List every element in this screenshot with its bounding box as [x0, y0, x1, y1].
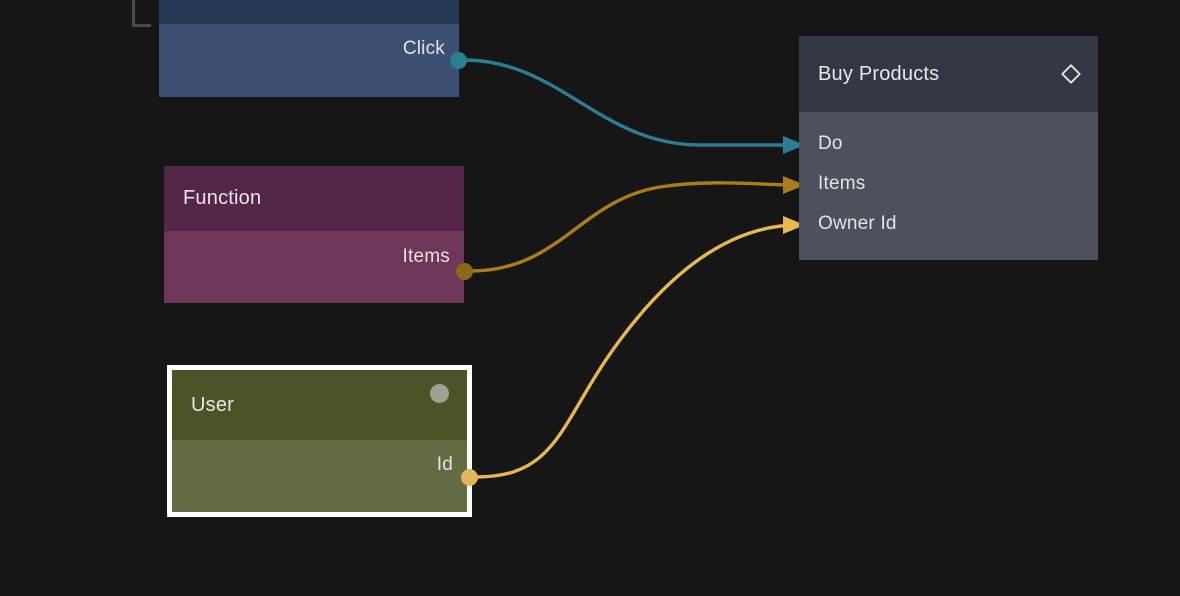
port-label-action-items: Items — [818, 173, 866, 194]
corner-bracket-icon — [132, 0, 151, 27]
port-row-action-do[interactable]: Do — [818, 133, 843, 155]
node-function-body: Items — [164, 231, 464, 303]
edge-click-to-do — [462, 58, 798, 147]
edge-id-to-owner-id — [474, 223, 798, 479]
edge-items-to-items — [468, 181, 798, 273]
node-event[interactable]: Click — [159, 0, 459, 97]
port-label-click: Click — [402, 38, 445, 59]
status-dot-icon — [430, 384, 449, 403]
node-user-title: User — [191, 393, 235, 416]
port-row-action-owner-id[interactable]: Owner Id — [818, 213, 897, 235]
port-row-user-id[interactable]: Id — [437, 454, 453, 476]
node-user[interactable]: User Id — [167, 365, 472, 517]
port-dot-click[interactable] — [450, 52, 467, 69]
node-function[interactable]: Function Items — [164, 166, 464, 303]
port-label-user-id: Id — [436, 454, 453, 475]
node-action-body: Do Items Owner Id — [799, 112, 1098, 260]
port-dot-user-id[interactable] — [461, 469, 478, 486]
port-label-function-items: Items — [402, 246, 450, 267]
node-user-header[interactable]: User — [172, 370, 467, 440]
port-row-function-items[interactable]: Items — [403, 246, 450, 268]
diamond-icon — [1060, 63, 1082, 85]
node-action[interactable]: Buy Products Do Items Owner Id — [799, 36, 1098, 260]
node-function-header[interactable]: Function — [164, 166, 464, 231]
port-label-action-owner-id: Owner Id — [818, 213, 897, 234]
port-row-click[interactable]: Click — [403, 38, 445, 60]
port-row-action-items[interactable]: Items — [818, 173, 865, 195]
port-label-action-do: Do — [818, 133, 843, 154]
node-user-body: Id — [172, 440, 467, 512]
node-action-title: Buy Products — [818, 62, 940, 85]
node-event-header[interactable] — [159, 0, 459, 24]
node-action-header[interactable]: Buy Products — [799, 36, 1098, 112]
port-dot-function-items[interactable] — [456, 263, 473, 280]
node-function-title: Function — [183, 187, 262, 209]
node-event-body: Click — [159, 24, 459, 97]
